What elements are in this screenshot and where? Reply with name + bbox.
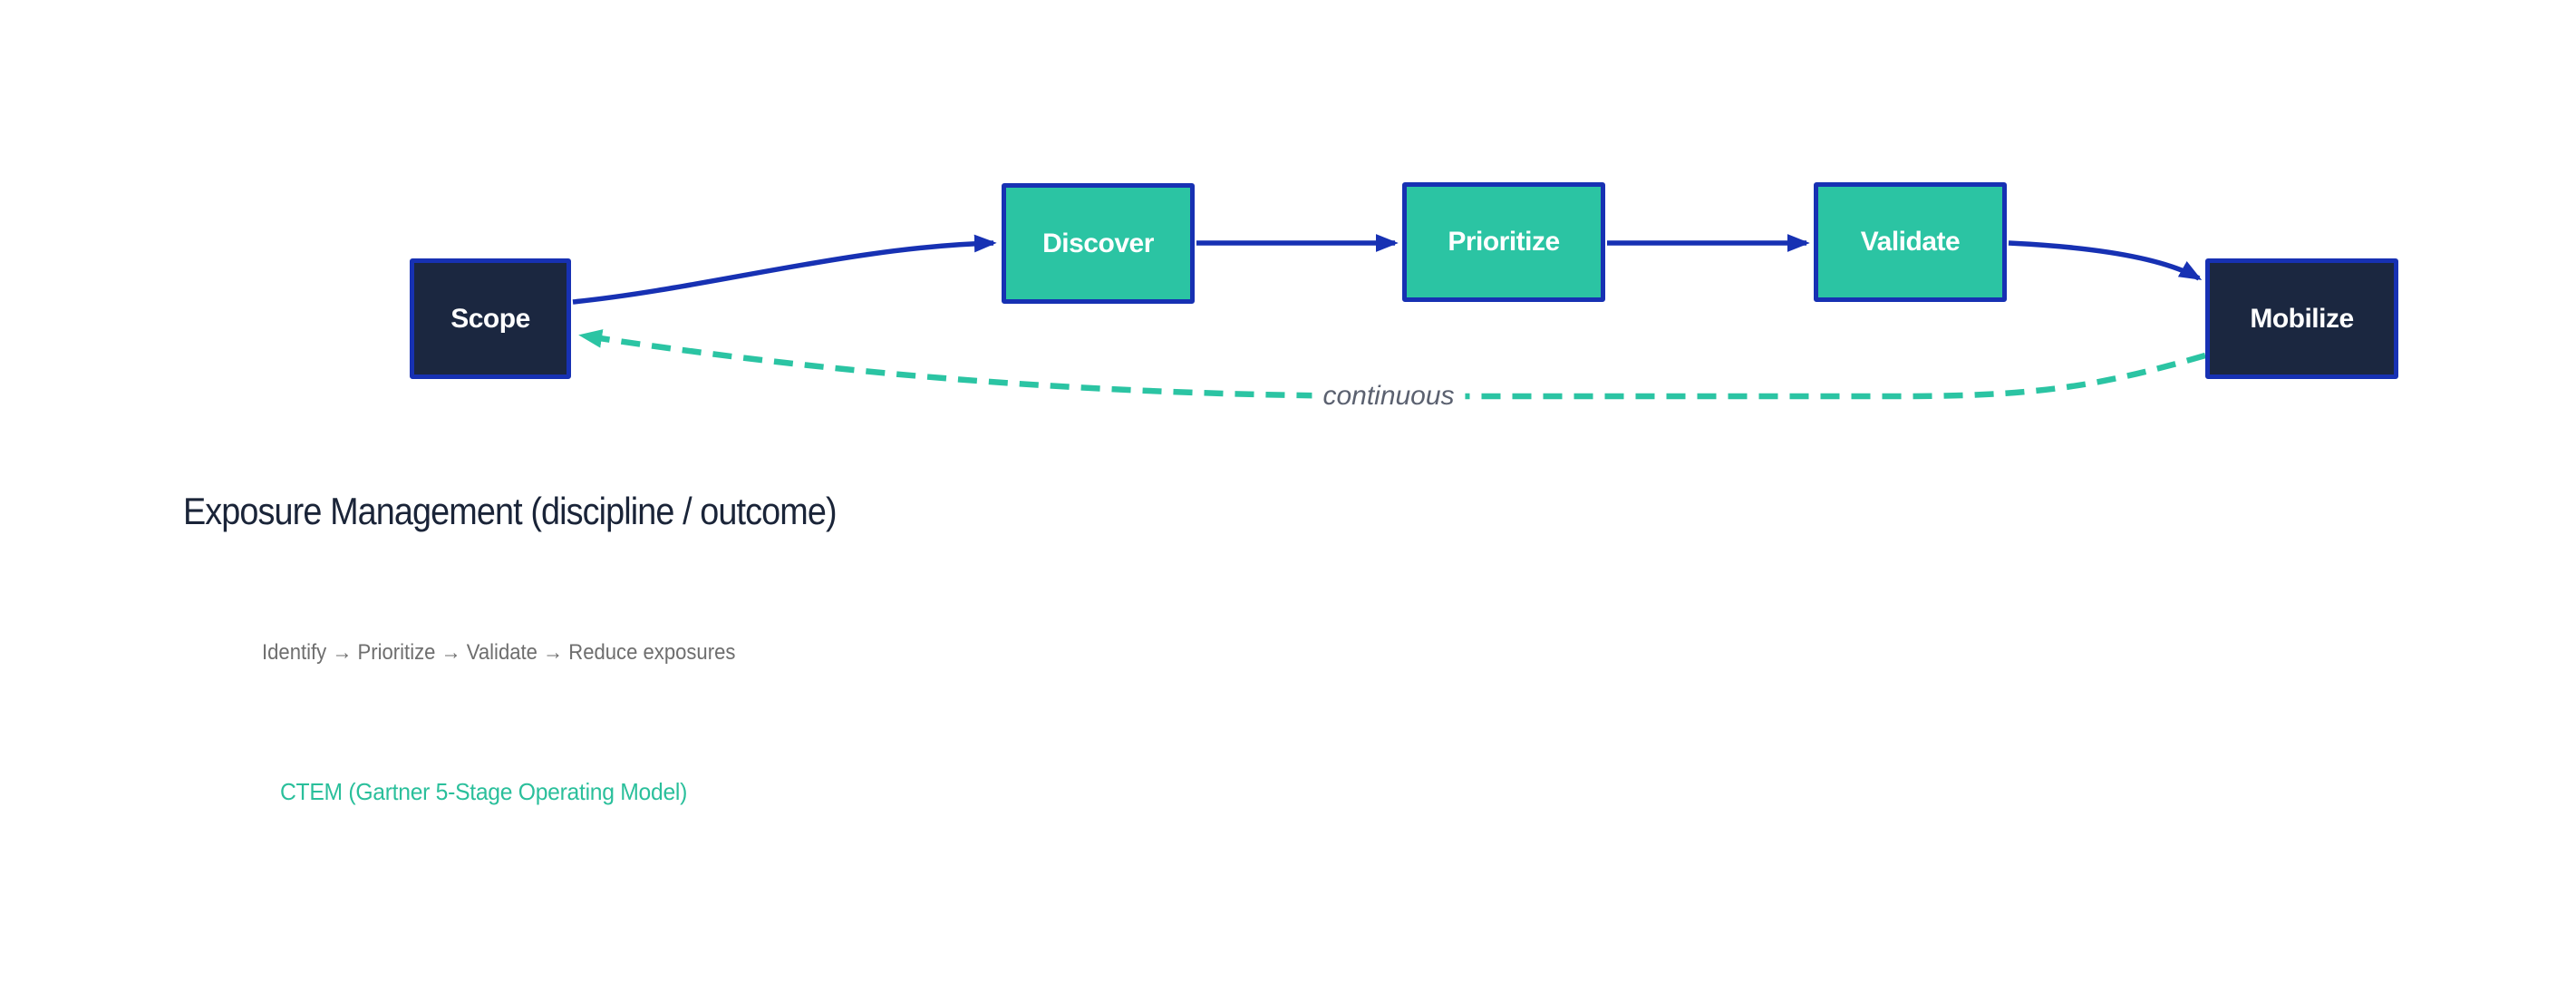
- arrow-continuous-loop-mobilize-to-scope: [578, 329, 2206, 400]
- stage-box-validate: Validate: [1814, 182, 2007, 302]
- arrow-validate-to-mobilize: [2008, 240, 2203, 281]
- exposure-management-title: Exposure Management (discipline / outcom…: [183, 490, 838, 532]
- ctem-model-label: CTEM (Gartner 5-Stage Operating Model): [280, 778, 688, 805]
- stage-box-mobilize: Mobilize: [2205, 258, 2398, 379]
- stage-box-scope: Scope: [410, 258, 571, 379]
- stage-label-validate: Validate: [1860, 227, 1961, 257]
- stage-label-discover: Discover: [1042, 228, 1154, 258]
- stage-box-prioritize: Prioritize: [1402, 182, 1605, 302]
- stage-box-discover: Discover: [1002, 183, 1195, 304]
- continuous-loop-label: continuous: [1312, 379, 1466, 413]
- arrow-scope-to-discover: [572, 234, 997, 305]
- stage-label-prioritize: Prioritize: [1448, 227, 1560, 257]
- stage-label-scope: Scope: [450, 303, 530, 334]
- flow-summary-text: Identify → Prioritize → Validate → Reduc…: [262, 640, 736, 665]
- stage-label-mobilize: Mobilize: [2250, 303, 2354, 334]
